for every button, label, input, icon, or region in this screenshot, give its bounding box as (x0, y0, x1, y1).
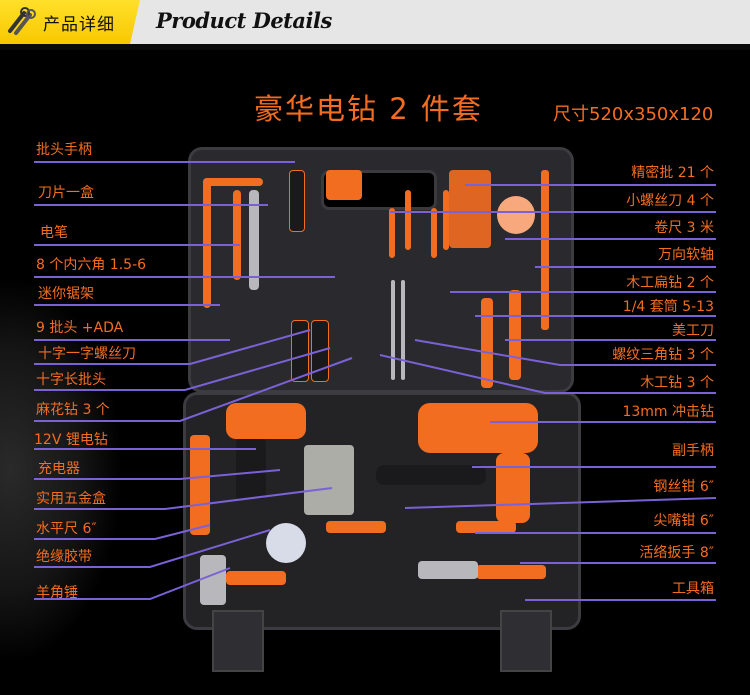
hacksaw-frame-top (203, 178, 263, 186)
callout-voltage-tester: 电笔 (40, 225, 68, 241)
callout-utility-knife: 美工刀 (672, 323, 714, 339)
cordless-drill (226, 403, 306, 439)
small-screwdriver (443, 190, 449, 250)
spirit-level (190, 435, 210, 535)
callout-twist-drills: 麻花钻 3 个 (36, 402, 110, 418)
size-value: 520x350x120 (589, 104, 714, 125)
claw-hammer-head (200, 555, 226, 605)
callout-spade-bits: 木工扁钻 2 个 (626, 275, 714, 291)
callout-spirit-level: 水平尺 6″ (36, 521, 97, 537)
callout-insulation-tape: 绝缘胶带 (36, 549, 92, 565)
flexible-shaft (541, 170, 549, 330)
spade-bit (391, 280, 395, 380)
callout-mini-saw: 迷你锯架 (38, 286, 94, 302)
callout-toolbox: 工具箱 (672, 581, 714, 597)
case-latch-left (212, 610, 264, 672)
spade-bit (401, 280, 405, 380)
impact-drill-grip (496, 453, 530, 523)
product-title: 豪华电钻 2 件套 (254, 92, 483, 126)
callout-claw-hammer: 羊角锤 (36, 585, 78, 601)
callout-hardware-box: 实用五金盒 (36, 491, 106, 507)
callout-precision-bits: 精密批 21 个 (631, 165, 714, 181)
hex-key-set (326, 170, 362, 200)
small-screwdriver (405, 190, 411, 250)
insulation-tape (266, 523, 306, 563)
case-latch-right (500, 610, 552, 672)
bit-handle (289, 170, 305, 232)
header-badge: 产品详细 (0, 0, 140, 44)
callout-charger: 充电器 (38, 461, 80, 477)
auxiliary-handle (376, 465, 486, 485)
callout-long-bits: 十字长批头 (36, 372, 106, 388)
callout-blade-box: 刀片一盒 (38, 185, 94, 201)
header-title: Product Details (156, 8, 332, 33)
callout-bits-ada: 9 批头 +ADA (36, 320, 124, 336)
precision-bit-set (449, 170, 491, 248)
needle-nose-pliers (456, 521, 516, 533)
impact-drill (418, 403, 538, 453)
callout-aux-handle: 副手柄 (672, 443, 714, 459)
claw-hammer-handle (226, 571, 286, 585)
tools-icon (6, 5, 36, 37)
header-divider (0, 44, 750, 50)
adjustable-wrench (476, 565, 546, 579)
small-screwdriver (431, 208, 437, 258)
callout-small-screwdrivers: 小螺丝刀 4 个 (626, 193, 714, 209)
section-header: 产品详细 Product Details (0, 0, 750, 44)
callout-screwdrivers: 十字一字螺丝刀 (38, 346, 136, 362)
callout-combination-pliers: 钢丝钳 6″ (653, 479, 714, 495)
callout-tape-measure: 卷尺 3 米 (654, 220, 714, 236)
voltage-tester (233, 190, 241, 280)
combination-pliers (326, 521, 386, 533)
adjustable-wrench-head (418, 561, 478, 579)
callout-triangle-bits: 螺纹三角钻 3 个 (612, 347, 714, 363)
callout-adjustable-wrench: 活络扳手 8″ (639, 545, 714, 561)
callout-needle-pliers: 尖嘴钳 6″ (653, 513, 714, 529)
socket-set (481, 298, 493, 388)
screwdriver (291, 320, 309, 382)
hacksaw-frame (203, 178, 211, 308)
header-badge-text: 产品详细 (43, 15, 115, 35)
callout-impact-drill: 13mm 冲击钻 (622, 404, 714, 420)
small-screwdriver (389, 208, 395, 258)
callout-socket-set: 1/4 套筒 5-13 (622, 299, 714, 315)
callout-wood-bits: 木工钻 3 个 (640, 375, 714, 391)
callout-hex-keys: 8 个内六角 1.5-6 (36, 257, 147, 273)
callout-cordless-drill: 12V 锂电钻 (34, 432, 108, 448)
blade-box (249, 190, 259, 290)
toolbox-lid (188, 147, 574, 393)
product-size: 尺寸520x350x120 (553, 100, 713, 126)
callout-flexible-shaft: 万向软轴 (658, 247, 714, 263)
toolbox-base (183, 392, 581, 630)
size-label: 尺寸 (553, 104, 589, 125)
tape-measure (497, 196, 535, 234)
hardware-box (304, 445, 354, 515)
callout-bit-handle: 批头手柄 (36, 142, 92, 158)
